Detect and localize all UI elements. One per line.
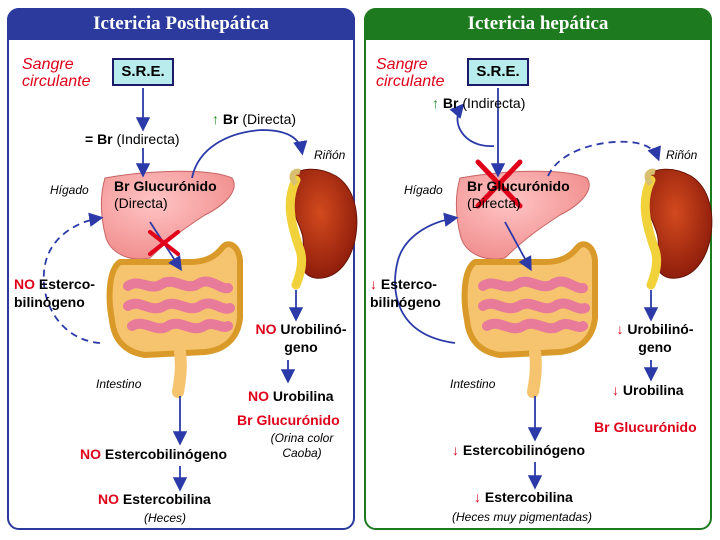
up-arrow-icon: ↑ bbox=[212, 111, 219, 127]
br-reflux-arrow bbox=[449, 103, 495, 147]
estercobilina: Estercobilina bbox=[122, 491, 211, 507]
blood-line-2: circulante bbox=[22, 73, 91, 90]
directa: (Directa) bbox=[467, 195, 521, 211]
geno: geno bbox=[284, 339, 318, 355]
stercobilin-label: ↓ Estercobilina bbox=[474, 489, 573, 505]
br-glucuronide-urine-label: Br Glucurónido bbox=[237, 412, 340, 428]
br: Br bbox=[442, 95, 459, 111]
right-kidney bbox=[640, 168, 713, 290]
br-glucuronide-label: Br Glucurónido (Directa) bbox=[114, 178, 217, 212]
urobilina: Urobilina bbox=[622, 382, 684, 398]
enterohepatic-arrow bbox=[394, 212, 459, 344]
liver-to-intestine-arrow bbox=[504, 221, 532, 272]
br-gluc: Br Glucurónido bbox=[467, 178, 570, 194]
down-arrow-icon: ↓ bbox=[452, 442, 459, 458]
br-glucuronide-urine-label: Br Glucurónido bbox=[594, 419, 697, 435]
urobilinogen-label: ↓ Urobilinó- geno bbox=[600, 320, 710, 356]
caoba: Caoba) bbox=[282, 446, 322, 460]
block-cross-icon bbox=[148, 230, 180, 256]
liver-to-blood-arrow bbox=[191, 129, 308, 179]
enterohepatic-dashed-arrow bbox=[42, 212, 104, 344]
urobilino: Urobilinó- bbox=[627, 321, 694, 337]
stercobilinogen-side-label: NO Esterco- bilinógeno bbox=[14, 275, 95, 311]
no: NO bbox=[80, 446, 101, 462]
urine-color-label: (Orina color Caoba) bbox=[250, 431, 354, 461]
esterco: Esterco- bbox=[380, 276, 437, 292]
liver-label: Hígado bbox=[50, 183, 89, 197]
block-cross-icon bbox=[475, 159, 523, 209]
bilinogeno: bilinógeno bbox=[14, 294, 85, 310]
left-intestine bbox=[106, 241, 243, 398]
br: Br bbox=[222, 111, 239, 127]
stercobilinogen-label: NO Estercobilinógeno bbox=[80, 446, 227, 462]
estercobilina: Estercobilina bbox=[484, 489, 573, 505]
intestine-label: Intestino bbox=[450, 377, 496, 391]
orina: (Orina color bbox=[270, 431, 334, 445]
br-indirect-label: = Br (Indirecta) bbox=[85, 131, 180, 147]
geno: geno bbox=[638, 339, 672, 355]
esterco: Esterco- bbox=[38, 276, 95, 292]
kidney-label: Riñón bbox=[666, 148, 698, 162]
blood-label: Sangre circulante bbox=[22, 56, 90, 90]
stercobilin-label: NO Estercobilina bbox=[98, 491, 211, 507]
estercobilinogeno: Estercobilinógeno bbox=[462, 442, 586, 458]
blood-label: Sangre circulante bbox=[376, 56, 444, 90]
no: NO bbox=[255, 321, 277, 337]
blood-line-1: Sangre bbox=[22, 56, 74, 73]
liver-label: Hígado bbox=[404, 183, 443, 197]
sre-box: S.R.E. bbox=[112, 58, 174, 86]
down-arrow-icon: ↓ bbox=[616, 321, 624, 337]
urobilinogen-label: NO Urobilinó- geno bbox=[245, 320, 357, 356]
directa2: (Directa) bbox=[114, 195, 168, 211]
indirecta: (Indirecta) bbox=[116, 131, 180, 147]
kidney-label: Riñón bbox=[314, 148, 346, 162]
up-arrow-icon: ↑ bbox=[432, 95, 439, 111]
intestine-label: Intestino bbox=[96, 377, 142, 391]
urobilina: Urobilina bbox=[272, 388, 334, 404]
liver-to-kidney-dashed-arrow bbox=[547, 140, 661, 177]
left-kidney bbox=[285, 168, 358, 290]
stercobilinogen-label: ↓ Estercobilinógeno bbox=[452, 442, 585, 458]
sre-box: S.R.E. bbox=[467, 58, 529, 86]
br-eq: = Br bbox=[85, 131, 113, 147]
indirecta: (Indirecta) bbox=[462, 95, 526, 111]
feces-label: (Heces) bbox=[144, 511, 187, 525]
bilinogeno: bilinógeno bbox=[370, 294, 441, 310]
right-intestine bbox=[461, 241, 598, 398]
down-arrow-icon: ↓ bbox=[370, 276, 377, 292]
no: NO bbox=[248, 388, 269, 404]
urobilin-label: NO Urobilina bbox=[248, 388, 334, 404]
left-liver bbox=[100, 170, 235, 260]
br-indirect-up-label: ↑ Br (Indirecta) bbox=[432, 95, 525, 111]
directa: (Directa) bbox=[242, 111, 297, 127]
blood-line-2: circulante bbox=[376, 73, 445, 90]
br-glucuronide-label: Br Glucurónido (Directa) bbox=[467, 178, 570, 212]
no: NO bbox=[14, 276, 35, 292]
down-arrow-icon: ↓ bbox=[612, 382, 619, 398]
no: NO bbox=[98, 491, 119, 507]
panel-title: Ictericia Posthepática bbox=[7, 8, 355, 40]
urobilino: Urobilinó- bbox=[280, 321, 347, 337]
down-arrow-icon: ↓ bbox=[474, 489, 481, 505]
urobilin-label: ↓ Urobilina bbox=[612, 382, 684, 398]
panel-title: Ictericia hepática bbox=[364, 8, 712, 40]
br-direct-up-label: ↑ Br (Directa) bbox=[212, 111, 296, 127]
feces-label: (Heces muy pigmentadas) bbox=[452, 510, 593, 524]
stercobilinogen-side-label: ↓ Esterco- bilinógeno bbox=[370, 275, 441, 311]
estercobilinogeno: Estercobilinógeno bbox=[104, 446, 228, 462]
blood-line-1: Sangre bbox=[376, 56, 428, 73]
br-gluc: Br Glucurónido bbox=[114, 178, 217, 194]
